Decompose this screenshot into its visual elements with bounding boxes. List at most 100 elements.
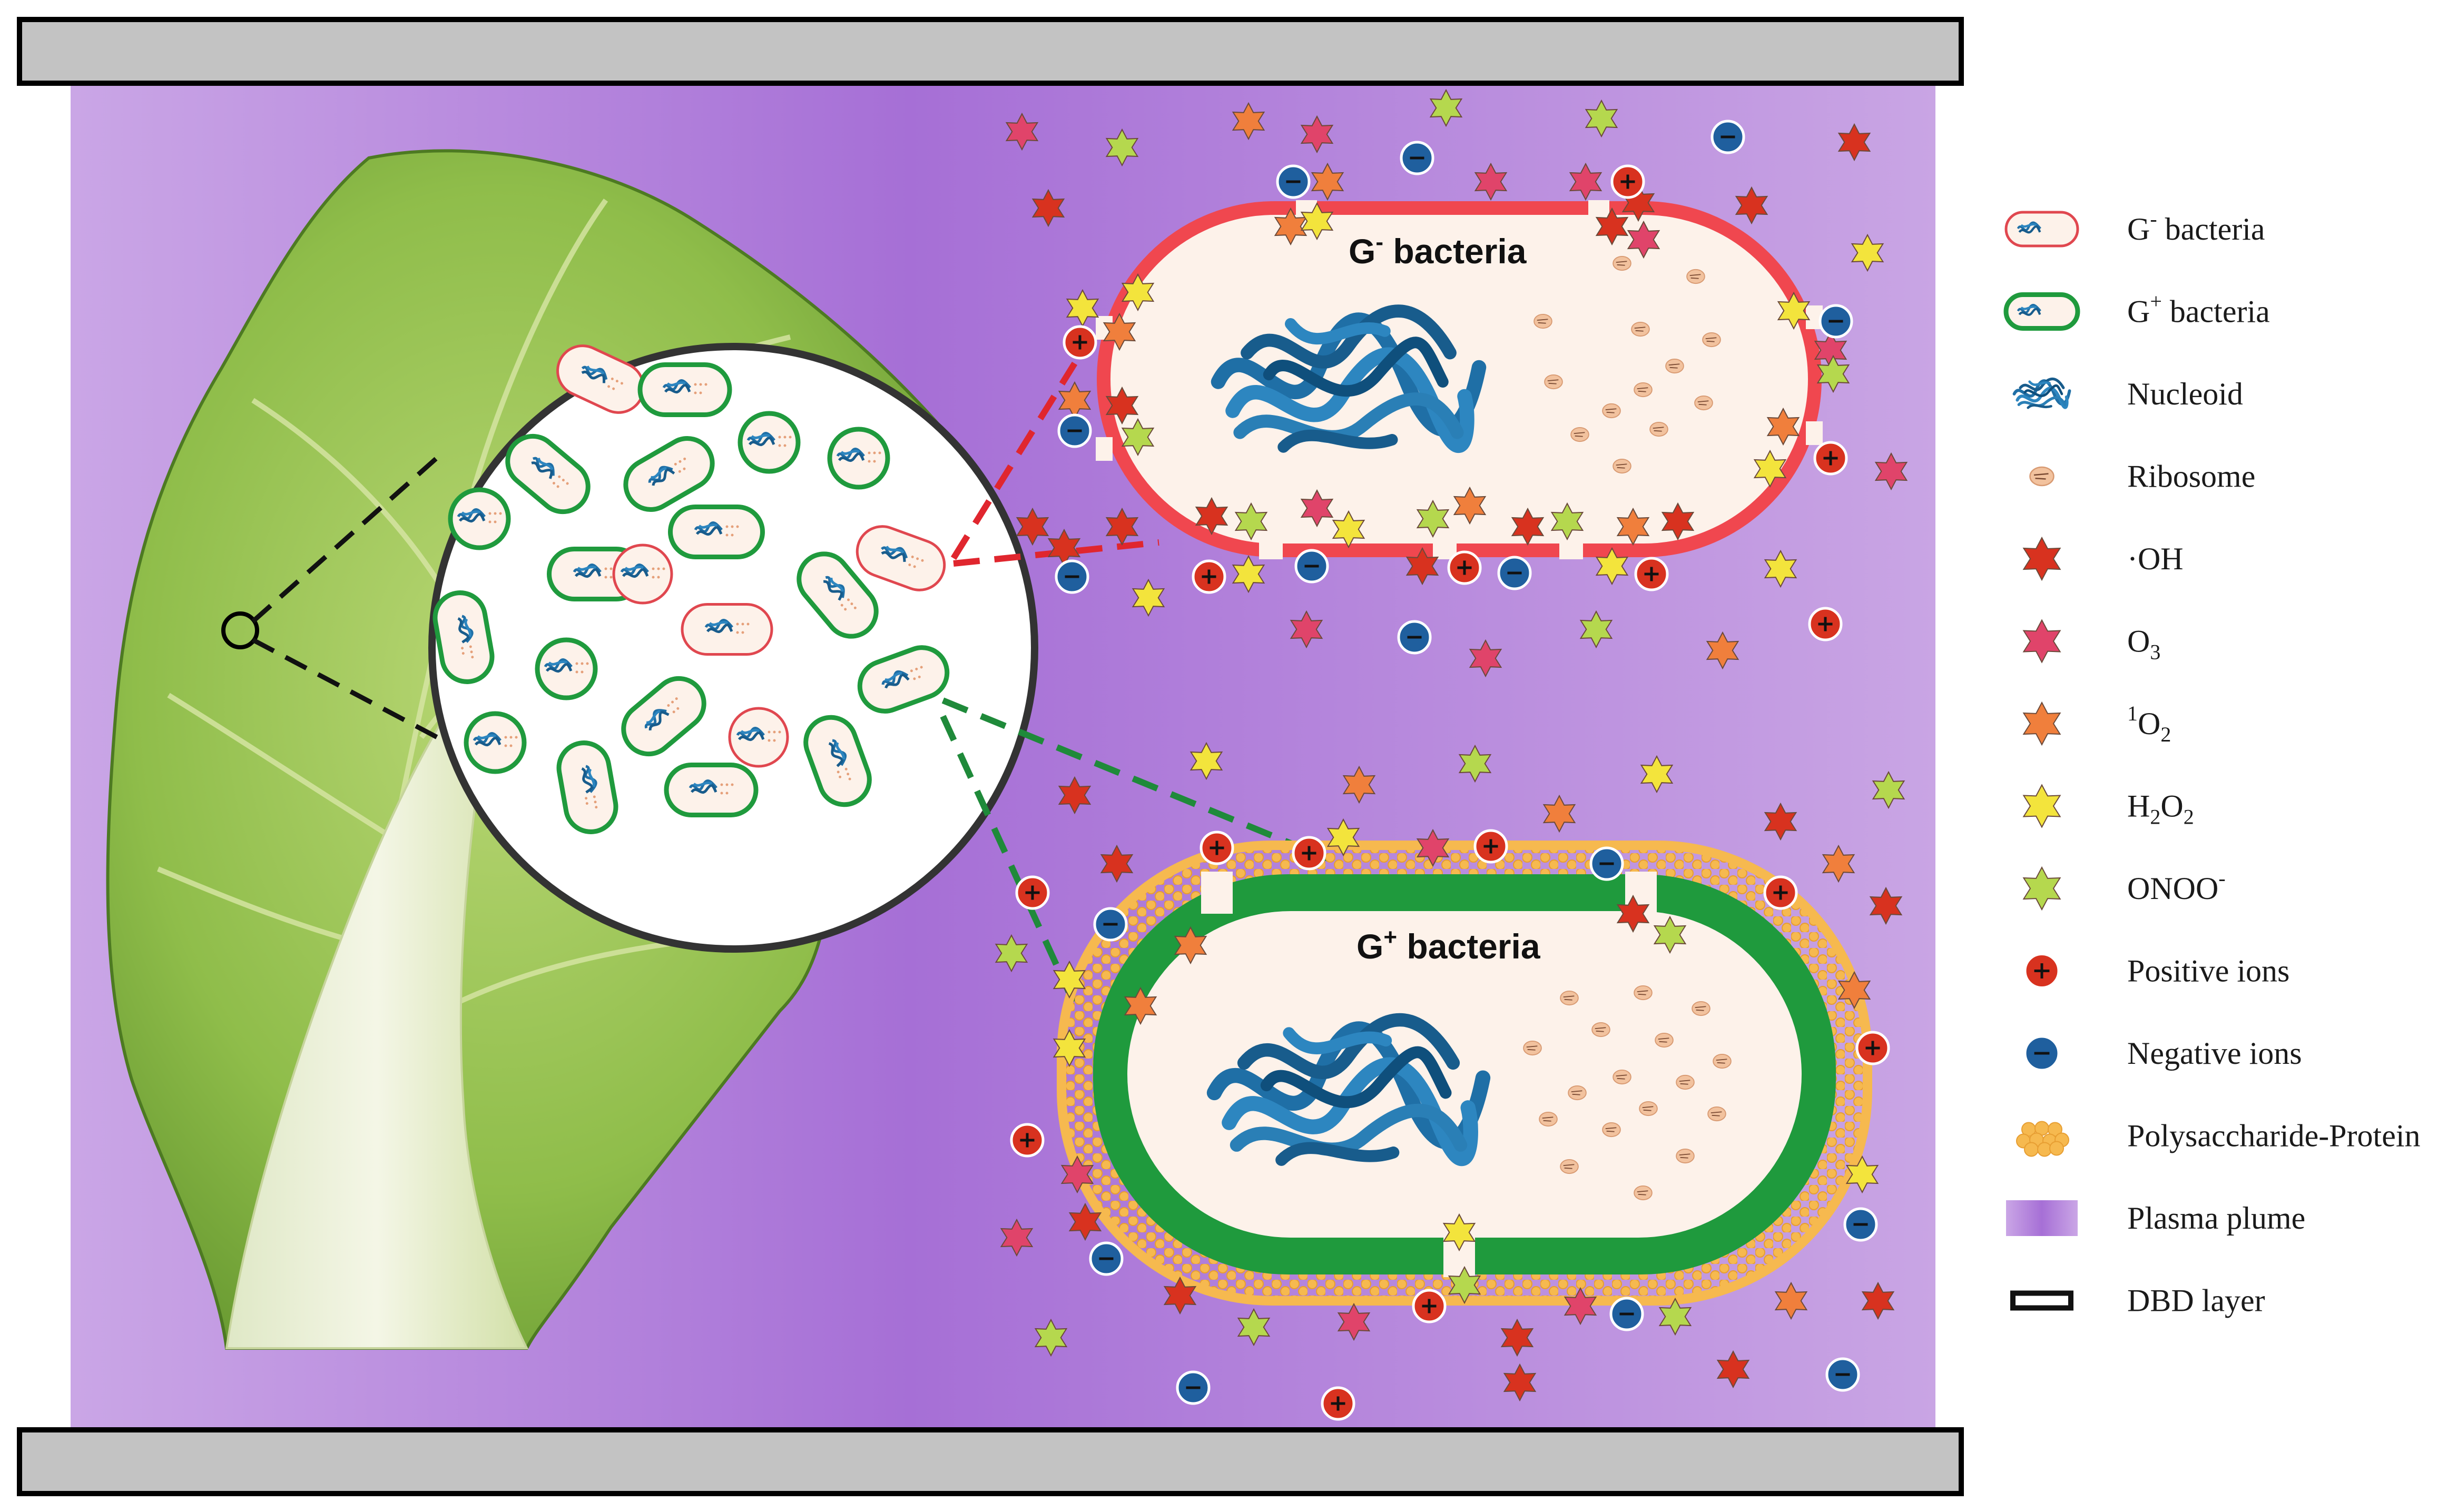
positive-ion xyxy=(1064,327,1096,358)
positive-ion xyxy=(1293,837,1325,869)
mini-g-positive-bacterium xyxy=(830,429,888,487)
ribosome xyxy=(1534,314,1552,328)
dbd-layer-icon xyxy=(2013,1293,2071,1308)
positive-ion xyxy=(1322,1388,1354,1419)
ribosome xyxy=(1713,1054,1731,1068)
mini-g-positive-bacterium xyxy=(666,765,756,815)
g-negative-bacterium-icon xyxy=(2006,212,2078,246)
legend-label-neg-ions: Negative ions xyxy=(2127,1036,2302,1071)
negative-ion xyxy=(1591,848,1623,879)
legend-item-1o2: 1O2 xyxy=(2023,701,2171,746)
positive-ion xyxy=(1201,832,1233,864)
legend-label-oh: ·OH xyxy=(2127,541,2184,576)
ribosome xyxy=(1650,422,1668,436)
ribosome xyxy=(1613,1070,1631,1084)
ribosome xyxy=(1676,1149,1694,1163)
ribosome xyxy=(1676,1075,1694,1089)
ribosome xyxy=(1634,383,1652,397)
ribosome-icon xyxy=(2030,467,2054,486)
legend-label-o3: O3 xyxy=(2127,624,2160,664)
ribosome xyxy=(1613,256,1631,270)
ribosome xyxy=(1687,270,1705,283)
ribosome xyxy=(1523,1041,1541,1055)
legend-label-onoo: ONOO- xyxy=(2127,866,2226,906)
plasma-plume-icon xyxy=(2006,1200,2078,1236)
ribosome xyxy=(1545,375,1562,389)
legend-label-ribosome: Ribosome xyxy=(2127,459,2255,494)
ribosome xyxy=(1571,428,1589,441)
negative-ion xyxy=(1827,1359,1859,1390)
legend-label-polysac: Polysaccharide-Protein xyxy=(2127,1119,2421,1153)
mini-g-negative-bacterium xyxy=(730,708,788,766)
hydrogen-peroxide-star-icon xyxy=(2023,785,2060,827)
positive-ion xyxy=(1011,1124,1043,1156)
ribosome xyxy=(1666,359,1684,373)
legend-label-plume: Plasma plume xyxy=(2127,1201,2305,1236)
dbd-top-plate xyxy=(19,19,1961,83)
ribosome xyxy=(1708,1107,1726,1121)
g-positive-bacterium-icon xyxy=(2006,295,2078,329)
legend-item-h2o2: H2O2 xyxy=(2023,785,2194,829)
hydrogen-peroxide-star-icon xyxy=(2023,785,2060,827)
mini-g-positive-bacterium xyxy=(537,640,595,698)
legend-item-ribosome: Ribosome xyxy=(2030,459,2256,494)
ribosome xyxy=(1692,1002,1710,1015)
ribosome xyxy=(1603,1123,1620,1137)
ribosome xyxy=(1613,459,1631,473)
legend-label-g-pos: G+ bacteria xyxy=(2127,290,2270,329)
ribosome xyxy=(1631,322,1649,336)
magnified-view xyxy=(431,338,1035,949)
positive-ion xyxy=(1475,831,1507,862)
singlet-oxygen-star-icon xyxy=(2023,703,2060,745)
peroxynitrite-star-icon xyxy=(2023,867,2060,910)
positive-ion xyxy=(1017,877,1048,908)
legend-item-g-pos: G+ bacteria xyxy=(2006,290,2270,329)
polysaccharide-protein-icon xyxy=(2017,1122,2069,1157)
legend-item-plume: Plasma plume xyxy=(2006,1200,2305,1236)
legend-item-neg-ions: Negative ions xyxy=(2025,1036,2302,1071)
positive-ion xyxy=(1413,1290,1445,1322)
negative-ion xyxy=(1059,415,1090,447)
peroxynitrite-star-icon xyxy=(2023,867,2060,910)
legend-item-polysac: Polysaccharide-Protein xyxy=(2017,1119,2421,1157)
svg-text:G- bacteria: G- bacteria xyxy=(1349,229,1527,271)
ribosome xyxy=(1560,991,1578,1005)
ozone-star-icon xyxy=(2023,620,2060,663)
mini-g-positive-bacterium xyxy=(671,507,763,557)
legend-label-dbd: DBD layer xyxy=(2127,1283,2265,1318)
ribosome xyxy=(1603,404,1620,418)
legend-item-nucleoid: Nucleoid xyxy=(2014,377,2243,411)
negative-ion xyxy=(1820,305,1852,337)
ozone-star-icon xyxy=(2023,620,2060,663)
positive-ion-symbol xyxy=(2025,954,2059,988)
positive-ion xyxy=(1857,1032,1889,1064)
mini-g-negative-bacterium xyxy=(614,545,672,603)
positive-ion xyxy=(1765,877,1796,908)
legend-item-onoo: ONOO- xyxy=(2023,866,2225,910)
positive-ion xyxy=(1636,558,1667,590)
positive-ion-icon xyxy=(2025,954,2059,988)
positive-ion xyxy=(1449,552,1480,584)
legend-item-g-neg: G- bacteria xyxy=(2006,207,2265,246)
legend-label-pos-ions: Positive ions xyxy=(2127,954,2289,989)
legend-item-o3: O3 xyxy=(2023,620,2160,664)
negative-ion xyxy=(1296,550,1328,582)
ribosome xyxy=(1703,333,1721,347)
legend-label-1o2: 1O2 xyxy=(2127,701,2171,746)
mini-g-positive-bacterium xyxy=(740,413,798,471)
positive-ion xyxy=(1815,442,1846,474)
negative-ion xyxy=(1399,621,1430,653)
legend-label-h2o2: H2O2 xyxy=(2127,789,2194,829)
negative-ion xyxy=(1177,1372,1209,1404)
ribosome xyxy=(1695,396,1713,410)
negative-ion xyxy=(1277,166,1309,197)
mini-g-positive-bacterium xyxy=(640,365,730,415)
legend-item-oh: ·OH xyxy=(2023,538,2183,580)
mini-g-positive-bacterium xyxy=(466,714,524,772)
negative-ion xyxy=(1845,1209,1876,1240)
legend-item-dbd: DBD layer xyxy=(2013,1283,2265,1318)
positive-ion xyxy=(1810,608,1841,640)
negative-ion xyxy=(1056,561,1088,592)
legend-item-pos-ions: Positive ions xyxy=(2025,954,2289,989)
